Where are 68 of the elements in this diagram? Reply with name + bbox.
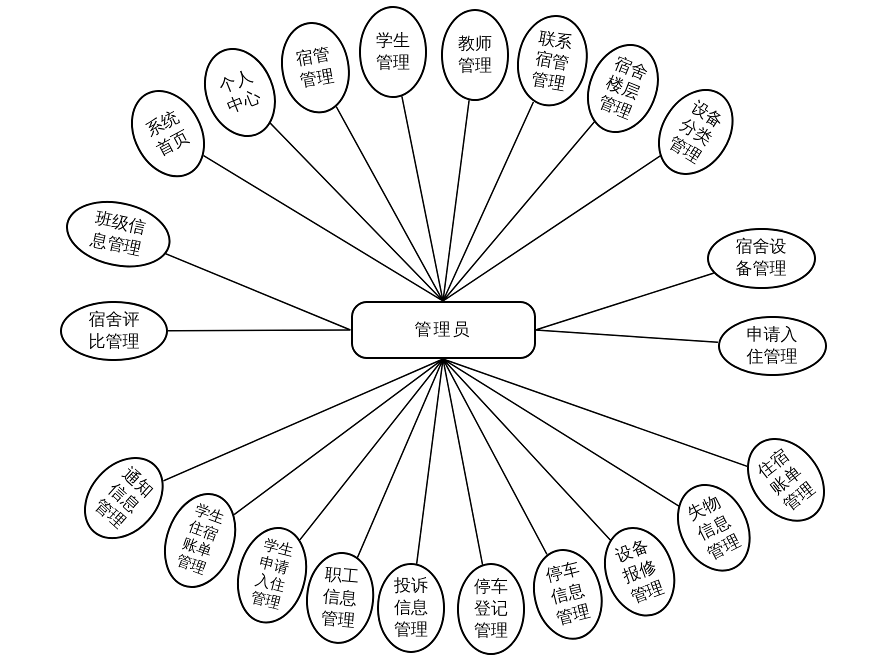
ellipse-label: 失物信息管理 (683, 490, 744, 566)
ellipse (204, 48, 276, 136)
ellipse-label: 学生管理 (376, 30, 410, 74)
ellipse-label: 设备分类管理 (664, 96, 728, 168)
ellipse (658, 89, 734, 175)
ellipse (706, 228, 816, 288)
ellipse-label: 职工信息管理 (320, 564, 360, 632)
ellipse (441, 9, 509, 101)
connector-line (442, 358, 484, 565)
connector-line (416, 358, 444, 564)
ellipse (747, 438, 825, 522)
ellipse-label: 宿管管理 (294, 43, 336, 93)
ellipse (280, 22, 350, 114)
box-label: 管理员 (414, 319, 472, 341)
ellipse-label: 住宿账单管理 (752, 444, 820, 516)
connector-line (442, 358, 680, 507)
ellipse-label: 宿舍设备管理 (735, 236, 787, 280)
connector-line (168, 329, 350, 332)
ellipse-label: 设备报修管理 (612, 535, 668, 609)
ellipse (66, 200, 170, 268)
ellipse-label: 班级信息管理 (88, 207, 148, 261)
ellipse-label: 通知信息管理 (90, 462, 158, 534)
ellipse (84, 456, 164, 539)
ellipse-label: 个人中心 (216, 65, 264, 119)
connector-line (442, 358, 612, 541)
connector-line (401, 96, 444, 302)
ellipse-label: 宿舍评比管理 (88, 309, 140, 353)
connector-line (163, 358, 444, 482)
ellipse-label: 系统首页 (142, 106, 194, 162)
ellipse-label: 投诉信息管理 (394, 575, 428, 641)
connector-line (270, 122, 444, 302)
connector-line (203, 154, 444, 302)
ellipse-label: 学生申请入住管理 (248, 536, 296, 614)
ellipse (457, 563, 525, 655)
ellipse (359, 6, 427, 98)
connector-line (442, 102, 534, 302)
connector-line (442, 358, 548, 555)
ellipse (533, 548, 603, 640)
ellipse (377, 563, 445, 653)
ellipse (718, 316, 826, 376)
ellipse-label: 学生住宿账单管理 (173, 500, 227, 580)
connector-line (442, 155, 661, 302)
connector-line (165, 253, 351, 331)
rounded-box (350, 301, 536, 359)
ellipse-label: 停车信息管理 (543, 558, 593, 630)
ellipse (306, 552, 374, 644)
ellipse-label: 教师管理 (458, 33, 492, 77)
connector-line (442, 358, 748, 467)
ellipse (60, 301, 168, 361)
connector-line (535, 329, 718, 344)
ellipse-label: 停车登记管理 (474, 576, 508, 642)
ellipse (164, 492, 236, 588)
connector-line (299, 358, 444, 540)
ellipse-label: 宿舍楼层管理 (595, 52, 652, 124)
ellipse (604, 527, 676, 617)
connector-line (336, 106, 444, 302)
connector-line (442, 100, 470, 302)
ellipse (236, 526, 307, 624)
connector-line (442, 121, 595, 302)
ellipse-label: 申请入住管理 (746, 324, 798, 368)
connector-line (535, 272, 714, 331)
ellipse-label: 联系宿管管理 (529, 27, 575, 96)
ellipse (587, 44, 659, 132)
connector-line (356, 358, 444, 558)
connector-line (234, 358, 444, 516)
ellipse (516, 15, 588, 107)
ellipse (677, 484, 751, 572)
ellipse (131, 90, 205, 178)
